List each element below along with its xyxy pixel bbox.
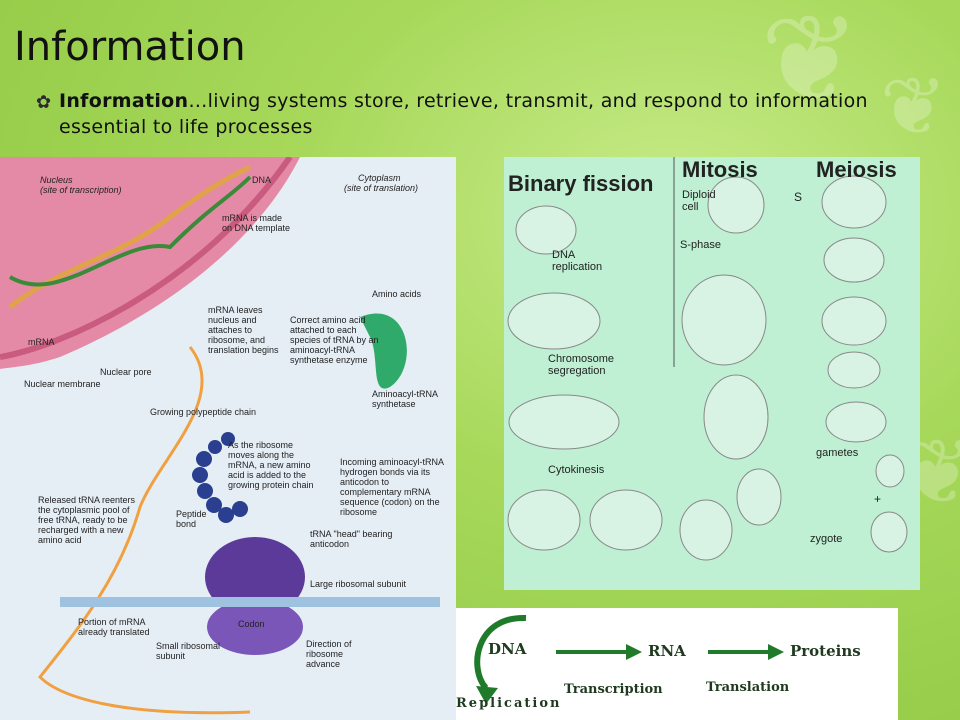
central-dogma-diagram: DNA RNA Proteins Replication Transcripti…: [456, 608, 898, 720]
transcription-arrowhead: [626, 644, 642, 660]
dna-strand: [8, 164, 252, 309]
butterfly-decoration: ❦: [880, 60, 948, 153]
nuclear-membrane: [0, 157, 293, 360]
label-growing-chain: Growing polypeptide chain: [150, 407, 257, 417]
label-portion: Portion of mRNA already translated: [78, 617, 150, 637]
label-chromosome-segregation: Chromosome segregation: [548, 353, 615, 377]
label-trna-head: tRNA "head" bearing anticodon: [310, 529, 393, 549]
butterfly-decoration: ❦: [760, 0, 861, 129]
label-codon: Codon: [238, 619, 265, 629]
label-cytoplasm: Cytoplasm: [358, 173, 401, 183]
translation-diagram: Nucleus (site of transcription) Cytoplas…: [0, 157, 456, 720]
bullet-body: …living systems store, retrieve, transmi…: [58, 90, 868, 138]
label-direction: Direction of ribosome advance: [306, 639, 352, 669]
translation-arrowhead: [768, 644, 784, 660]
label-peptide-bond: Peptide bond: [176, 509, 207, 529]
heading-meiosis: Meiosis: [816, 157, 897, 182]
label-cytoplasm-sub: (site of translation): [344, 183, 419, 193]
bullet-bold: Information: [58, 90, 189, 112]
label-small-subunit: Small ribosomal subunit: [156, 641, 221, 661]
label-cytokinesis: Cytokinesis: [548, 464, 605, 476]
label-large-subunit: Large ribosomal subunit: [310, 579, 407, 589]
label-nuclear-pore: Nuclear pore: [100, 367, 152, 377]
growing-polypeptide-chain: [192, 432, 248, 523]
dogma-transcription: Transcription: [564, 682, 663, 697]
label-nuclear-membrane: Nuclear membrane: [24, 379, 101, 389]
label-s-phase: S-phase: [680, 239, 721, 251]
heading-mitosis: Mitosis: [682, 157, 758, 182]
mrna-codon-strip: [60, 597, 440, 607]
label-plus: +: [874, 492, 882, 506]
label-nucleus: Nucleus: [40, 175, 73, 185]
replication-arrowhead: [476, 686, 498, 704]
dogma-translation: Translation: [706, 680, 790, 695]
bullet-item: ✿ Information…living systems store, retr…: [36, 88, 936, 140]
dna-strand-2: [8, 175, 252, 287]
label-step3: Incoming aminoacyl-tRNA hydrogen bonds v…: [340, 457, 444, 517]
replication-loop-arrow: [474, 614, 527, 691]
synthetase-enzyme: [360, 313, 407, 389]
bullet-text: Information…living systems store, retrie…: [59, 88, 936, 140]
dogma-rna: RNA: [648, 642, 686, 660]
slide-title: Information: [14, 24, 246, 70]
label-dna-replication: DNA replication: [552, 249, 603, 273]
small-ribosomal-subunit: [207, 599, 303, 655]
label-gametes: gametes: [816, 447, 859, 459]
label-amino-acids: Amino acids: [372, 289, 422, 299]
translation-illustration: [0, 157, 440, 715]
label-zygote: zygote: [810, 533, 843, 545]
label-mrna: mRNA: [28, 337, 55, 347]
flower-bullet-icon: ✿: [36, 92, 52, 113]
central-dogma-arrows: [474, 614, 784, 704]
label-synthetase: Aminoacyl-tRNA synthetase: [372, 389, 438, 409]
dogma-dna: DNA: [488, 640, 527, 658]
label-step5: Released tRNA reenters the cytoplasmic p…: [38, 495, 136, 545]
cell-division-illustration: [507, 157, 908, 561]
label-dna: DNA: [252, 175, 272, 185]
label-step2: mRNA leaves nucleus and attaches to ribo…: [208, 305, 279, 355]
dogma-replication: Replication: [456, 696, 562, 711]
label-nucleus-sub: (site of transcription): [40, 185, 122, 195]
nucleus-shape: [0, 157, 300, 369]
cell-division-diagram: Binary fission Mitosis Meiosis DNA repli…: [504, 157, 920, 590]
label-step1: mRNA is made on DNA template: [222, 213, 291, 233]
dogma-proteins: Proteins: [790, 642, 861, 660]
label-s: S: [794, 190, 803, 204]
label-diploid-cell: Diploid cell: [682, 189, 716, 213]
heading-binary-fission: Binary fission: [508, 171, 654, 196]
label-correct-aa: Correct amino acid attached to each spec…: [290, 315, 379, 365]
label-step4: As the ribosome moves along the mRNA, a …: [228, 440, 314, 490]
